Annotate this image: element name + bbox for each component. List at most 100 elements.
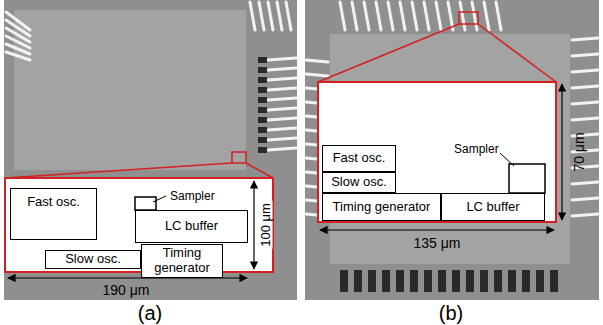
bond-pad: [438, 270, 446, 292]
bond-wire: [460, 2, 465, 30]
bond-pad: [494, 270, 502, 292]
bond-wire: [572, 102, 598, 104]
block-name: LC buffer: [466, 200, 519, 215]
bond-wire: [268, 128, 296, 130]
bond-wire: [268, 88, 296, 90]
bond-pad: [536, 270, 544, 292]
bond-wire: [268, 58, 296, 60]
dimension-arrow: [320, 229, 554, 230]
inset-panel: [5, 178, 273, 272]
bond-wire: [250, 2, 255, 30]
bond-wire: [572, 118, 598, 120]
bond-wire: [352, 2, 357, 30]
bond-wire: [268, 108, 296, 110]
bond-wire: [376, 2, 381, 30]
circuit-block: Fast osc.: [322, 145, 396, 172]
bond-pad: [354, 270, 362, 292]
leader-line: [153, 196, 166, 202]
bond-wire: [572, 182, 598, 184]
dimension-arrow: [561, 84, 562, 220]
bond-wire: [448, 2, 453, 30]
bond-wire: [572, 198, 598, 200]
block-name: Slow osc.: [65, 252, 121, 267]
bond-wire: [268, 98, 296, 100]
bond-pad: [258, 107, 267, 113]
block-name: LC buffer: [165, 219, 218, 234]
bond-wire: [572, 70, 598, 72]
bond-wire: [484, 2, 489, 30]
sampler-block: [509, 164, 545, 193]
bond-pad: [258, 117, 267, 123]
bond-wire: [268, 118, 296, 120]
circuit-block: Timing generator: [141, 244, 223, 278]
bond-pad: [258, 147, 267, 153]
circuit-block: LC buffer: [441, 193, 545, 221]
circuit-block: Fast osc.: [10, 188, 97, 240]
bond-wire: [306, 74, 328, 76]
circuit-block: Slow osc.: [45, 250, 141, 269]
bond-wire: [6, 28, 30, 42]
bond-wires: [306, 2, 598, 292]
zoom-line: [318, 24, 459, 82]
circuit-block: LC buffer: [135, 210, 248, 243]
bond-pad: [466, 270, 474, 292]
bond-wire: [364, 2, 369, 30]
zoom-marker: [459, 12, 478, 24]
panel-label: (a): [136, 302, 164, 324]
bond-wire: [268, 78, 296, 80]
bond-wire: [400, 2, 405, 30]
bond-pad: [550, 270, 558, 292]
bond-wire: [286, 2, 291, 30]
zoom-line: [478, 24, 556, 82]
bond-wire: [496, 2, 501, 30]
block-name: Timing generator: [333, 200, 431, 215]
bond-pad: [480, 270, 488, 292]
circuit-block: Timing generator: [322, 193, 441, 221]
dimension-label: 70 μm: [571, 130, 587, 173]
bond-wire: [572, 38, 598, 40]
dimension-label: 100 μm: [258, 201, 273, 249]
bond-pad: [452, 270, 460, 292]
bond-pad: [258, 57, 267, 63]
bond-pad: [410, 270, 418, 292]
dimension-label: 190 μm: [101, 282, 152, 298]
bond-pad: [258, 77, 267, 83]
bond-pad: [382, 270, 390, 292]
circuit-block: Slow osc.: [322, 172, 396, 193]
bond-wire: [472, 2, 477, 30]
die-photo: [4, 0, 297, 300]
bond-pad: [508, 270, 516, 292]
zoom-marker: [232, 152, 246, 163]
bond-wire: [436, 2, 441, 30]
bond-pad: [258, 137, 267, 143]
bond-wire: [340, 2, 345, 30]
bond-wire: [388, 2, 393, 30]
bond-wire: [306, 60, 328, 62]
panel-label: (b): [437, 302, 465, 324]
leader-line: [500, 153, 514, 166]
bond-wire: [424, 2, 429, 30]
bond-pad: [368, 270, 376, 292]
bond-wire: [572, 86, 598, 88]
block-name: Timing generator: [142, 246, 222, 276]
block-name: Fast osc.: [27, 195, 80, 210]
die-photo: [305, 0, 599, 300]
dimension-arrow: [253, 181, 254, 269]
bond-pad: [340, 270, 348, 292]
bond-pad: [258, 87, 267, 93]
bond-wire: [268, 2, 273, 30]
bond-wire: [268, 68, 296, 70]
bond-pad: [258, 127, 267, 133]
block-name: Slow osc.: [331, 175, 387, 190]
inset-panel: [318, 82, 556, 222]
zoom-line: [5, 163, 232, 178]
callout-label: Sampler: [452, 142, 501, 156]
bond-wires: [6, 2, 296, 153]
bond-wire: [572, 214, 598, 216]
zoom-line: [246, 163, 273, 178]
bond-wire: [277, 2, 282, 30]
bond-wire: [412, 2, 417, 30]
bond-pad: [258, 97, 267, 103]
